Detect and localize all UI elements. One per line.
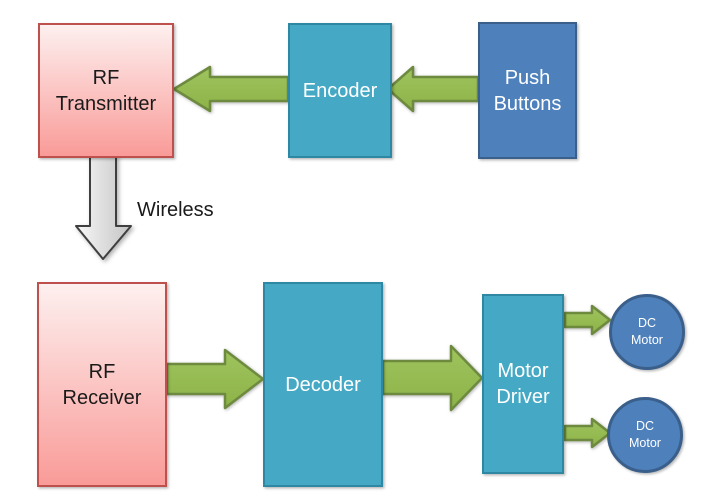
arrow-decoder-to-motordriver <box>381 344 484 412</box>
encoder-node: Encoder <box>288 23 392 158</box>
motor-driver-node: Motor Driver <box>482 294 564 474</box>
dc-motor-top-node: DC Motor <box>609 294 685 370</box>
rf-receiver-label: RF Receiver <box>62 360 142 409</box>
rf-receiver-node: RF Receiver <box>37 282 167 487</box>
motor-driver-label: Motor Driver <box>496 360 550 408</box>
dc-motor-bottom-node: DC Motor <box>607 397 683 473</box>
push-buttons-node: Push Buttons <box>478 22 577 159</box>
arrow-motordriver-to-dcmotor-bottom <box>563 417 612 449</box>
arrow-encoder-to-rftransmitter <box>172 65 290 113</box>
decoder-label: Decoder <box>285 373 361 396</box>
dc-motor-bottom-label: DC Motor <box>629 419 661 450</box>
arrow-pushbuttons-to-encoder <box>386 65 480 113</box>
push-buttons-label: Push Buttons <box>493 66 562 115</box>
encoder-label: Encoder <box>302 79 378 102</box>
decoder-node: Decoder <box>263 282 383 487</box>
wireless-label: Wireless <box>137 199 214 221</box>
rf-transmitter-label: RF Transmitter <box>55 66 157 115</box>
rf-transmitter-node: RF Transmitter <box>38 23 174 158</box>
arrow-motordriver-to-dcmotor-top <box>563 304 612 336</box>
arrow-rfreceiver-to-decoder <box>165 348 265 410</box>
dc-motor-top-label: DC Motor <box>631 316 663 347</box>
wireless-down-arrow <box>75 155 132 260</box>
